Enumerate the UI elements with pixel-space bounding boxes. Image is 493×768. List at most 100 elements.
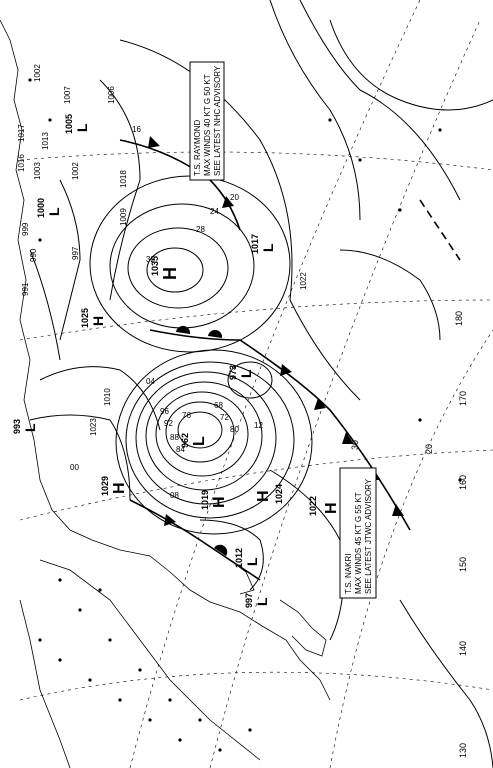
low-center: L 973 xyxy=(228,365,254,380)
svg-text:999: 999 xyxy=(21,222,30,236)
svg-text:991: 991 xyxy=(21,282,30,296)
svg-text:L: L xyxy=(191,436,208,446)
svg-text:00: 00 xyxy=(70,463,79,472)
svg-text:H: H xyxy=(323,502,340,514)
svg-text:L: L xyxy=(22,423,38,432)
svg-text:973: 973 xyxy=(228,365,238,380)
longitude-label: 150 xyxy=(458,557,468,572)
storm-name: T.S. RAYMOND xyxy=(193,119,202,176)
storm-name: T.S. NAKRI xyxy=(344,554,353,594)
svg-text:997: 997 xyxy=(244,593,254,608)
svg-text:1012: 1012 xyxy=(234,548,244,568)
svg-text:08: 08 xyxy=(170,491,179,500)
svg-text:1025: 1025 xyxy=(80,308,90,328)
storm-advisory: SEE LATEST JTWC ADVISORY xyxy=(364,478,373,594)
longitude-label: 140 xyxy=(458,641,468,656)
svg-text:997: 997 xyxy=(71,246,80,260)
isobar-labels: 1002 1007 1006 1016 1017 1003 1013 1002 … xyxy=(17,64,308,500)
svg-text:990: 990 xyxy=(29,248,38,262)
svg-text:1013: 1013 xyxy=(41,132,50,150)
svg-text:32: 32 xyxy=(146,255,155,264)
svg-text:1002: 1002 xyxy=(33,64,42,82)
svg-text:12: 12 xyxy=(254,421,263,430)
svg-text:28: 28 xyxy=(196,225,205,234)
latitude-label: 30 xyxy=(350,440,360,450)
coastline xyxy=(0,19,331,768)
longitude-label: 170 xyxy=(458,391,468,406)
svg-text:68: 68 xyxy=(214,401,223,410)
isobars xyxy=(29,0,493,768)
svg-text:1022: 1022 xyxy=(299,272,308,290)
svg-text:24: 24 xyxy=(210,207,219,216)
high-center: H 1035 xyxy=(150,256,180,280)
svg-text:1002: 1002 xyxy=(71,162,80,180)
pressure-centers: H 1035 H 1025 H 1029 H 1019 H 1024 H 102… xyxy=(12,114,340,608)
svg-text:72: 72 xyxy=(220,413,229,422)
high-center: H 1019 xyxy=(200,490,228,510)
storm-wind: MAX WINDS 40 KT G 50 KT xyxy=(203,74,212,176)
svg-text:L: L xyxy=(238,369,254,378)
svg-text:1007: 1007 xyxy=(63,86,72,104)
cold-front xyxy=(239,339,411,531)
svg-text:H: H xyxy=(160,267,180,280)
svg-text:80: 80 xyxy=(230,425,239,434)
station-plots xyxy=(28,78,462,752)
high-center: H 1022 xyxy=(308,496,340,516)
svg-text:1017: 1017 xyxy=(17,124,26,142)
storm-advisory: SEE LATEST NHC ADVISORY xyxy=(213,65,222,176)
svg-text:1024: 1024 xyxy=(274,484,284,504)
svg-text:1029: 1029 xyxy=(100,476,110,496)
graticule xyxy=(19,0,493,768)
svg-text:L: L xyxy=(46,207,62,216)
svg-text:L: L xyxy=(74,123,90,132)
low-center: L 997 xyxy=(244,593,270,608)
trough-line xyxy=(419,199,461,261)
latitude-label: 20 xyxy=(424,444,434,454)
svg-text:88: 88 xyxy=(170,433,179,442)
svg-text:L: L xyxy=(260,243,276,252)
svg-text:1017: 1017 xyxy=(250,234,260,254)
fronts xyxy=(119,136,461,581)
low-center: L 1005 xyxy=(64,114,90,134)
svg-text:04: 04 xyxy=(146,377,155,386)
svg-text:1009: 1009 xyxy=(119,208,128,226)
svg-text:96: 96 xyxy=(160,407,169,416)
svg-text:1018: 1018 xyxy=(119,170,128,188)
low-center: L 1012 xyxy=(234,548,260,568)
svg-text:1005: 1005 xyxy=(64,114,74,134)
svg-text:L: L xyxy=(254,597,270,606)
svg-text:H: H xyxy=(255,490,272,502)
storm-advisory-raymond: T.S. RAYMOND MAX WINDS 40 KT G 50 KT SEE… xyxy=(189,61,225,181)
svg-text:84: 84 xyxy=(176,445,185,454)
svg-text:76: 76 xyxy=(182,411,191,420)
svg-text:962: 962 xyxy=(180,433,190,448)
svg-text:1016: 1016 xyxy=(17,154,26,172)
warm-front xyxy=(149,329,241,341)
svg-text:1000: 1000 xyxy=(36,198,46,218)
high-center: H 1024 xyxy=(255,484,284,504)
high-center: H 1025 xyxy=(80,308,106,328)
svg-text:1003: 1003 xyxy=(33,162,42,180)
longitude-label: 130 xyxy=(458,743,468,758)
low-center: L 1017 xyxy=(250,234,276,254)
svg-text:1019: 1019 xyxy=(200,490,210,510)
svg-text:16: 16 xyxy=(132,125,141,134)
grid-labels: 180 170 160 150 140 130 30 20 xyxy=(350,311,468,758)
low-center: L 1000 xyxy=(36,198,62,218)
high-center: H 1029 xyxy=(100,476,128,496)
storm-advisory-nakri: T.S. NAKRI MAX WINDS 45 KT G 55 KT SEE L… xyxy=(339,467,377,599)
svg-text:1006: 1006 xyxy=(107,86,116,104)
svg-text:20: 20 xyxy=(230,193,239,202)
stationary-front xyxy=(129,499,261,581)
svg-text:92: 92 xyxy=(164,419,173,428)
low-center: L 993 xyxy=(12,419,38,434)
svg-text:H: H xyxy=(111,482,128,494)
longitude-label: 180 xyxy=(454,311,464,326)
svg-text:1022: 1022 xyxy=(308,496,318,516)
svg-text:H: H xyxy=(90,316,106,326)
svg-text:1010: 1010 xyxy=(103,388,112,406)
longitude-label: 160 xyxy=(458,475,468,490)
svg-text:L: L xyxy=(244,557,260,566)
svg-text:993: 993 xyxy=(12,419,22,434)
